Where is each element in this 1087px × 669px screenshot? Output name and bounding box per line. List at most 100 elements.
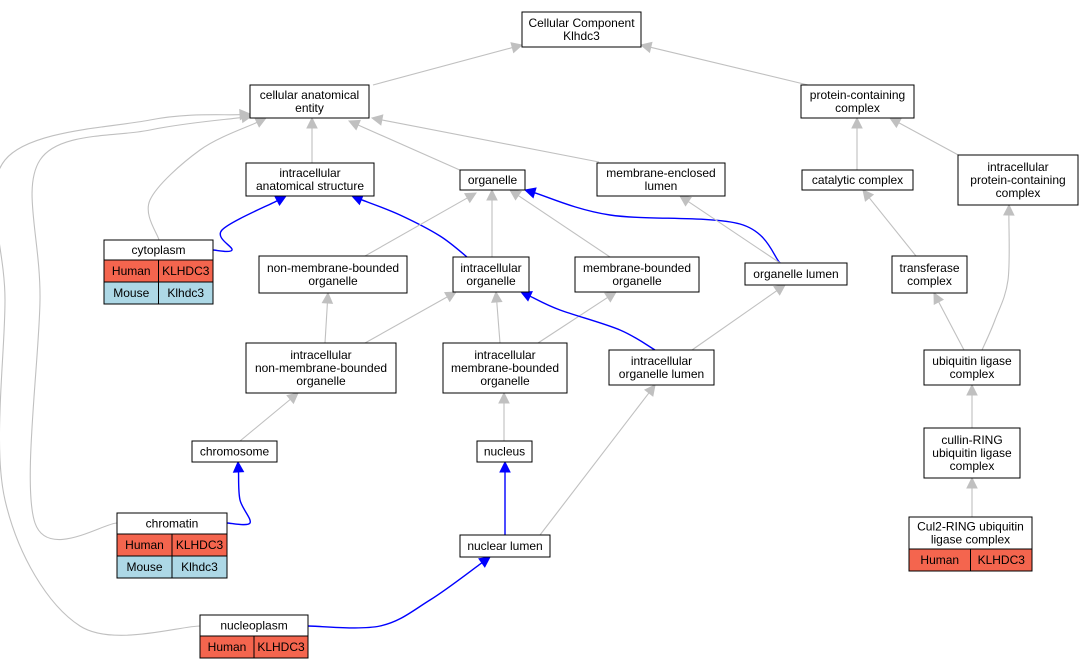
node-box — [957, 154, 1079, 206]
node-label-line: Cellular Component — [528, 16, 635, 30]
edge-line — [650, 46, 809, 86]
gene-label[interactable]: Klhdc3 — [181, 560, 218, 574]
node-nuclear_lumen[interactable]: nuclear lumen — [459, 534, 551, 558]
edge-organelle-to-cae — [347, 119, 463, 172]
gene-cell — [253, 635, 309, 659]
node-box — [923, 349, 1021, 386]
node-label-line: transferase — [899, 261, 959, 275]
edge-ulc-to-transferase — [933, 292, 965, 351]
edge-line — [938, 301, 965, 351]
species-label: Human — [125, 538, 164, 552]
edge-imbo-to-io — [491, 290, 503, 344]
edge-line — [518, 195, 611, 258]
gene-cell — [158, 281, 214, 305]
edge-io-to-organelle — [486, 188, 498, 257]
node-label-line: membrane-enclosed — [606, 166, 715, 180]
edge-arrowhead — [862, 189, 875, 202]
node-label-line: complex — [950, 459, 995, 473]
edge-nuclear_lumen-to-nucleus — [499, 460, 511, 535]
node-inmbo[interactable]: intracellularnon-membrane-boundedorganel… — [245, 342, 397, 394]
node-nucleus[interactable]: nucleus — [476, 440, 533, 463]
edge-line — [496, 301, 501, 344]
node-label-line: ubiquitin ligase — [932, 446, 1012, 460]
node-ol[interactable]: organelle lumen — [744, 262, 848, 286]
edge-io-to-ias — [350, 194, 468, 258]
edge-arrowhead — [347, 119, 361, 131]
gene-label[interactable]: KLHDC3 — [257, 640, 305, 654]
edge-catalytic-to-pcc — [851, 116, 863, 170]
edge-arrowhead — [639, 41, 653, 54]
edge-mbo-to-organelle — [509, 189, 611, 258]
edge-line — [381, 119, 600, 163]
node-label-line: membrane-bounded — [451, 361, 559, 375]
edge-nucleoplasm-to-nuclear_lumen — [307, 556, 491, 629]
gene-label[interactable]: KLHDC3 — [162, 264, 210, 278]
edge-arrowhead — [254, 117, 268, 128]
node-box — [891, 255, 968, 294]
node-label-line: complex — [950, 367, 995, 381]
edge-arrowhead — [1003, 203, 1015, 216]
node-chromatin[interactable]: chromatin — [116, 512, 228, 535]
edge-iol-to-ol — [691, 284, 786, 351]
node-label-line: non-membrane-bounded — [255, 361, 387, 375]
edge-ulc-to-ipcc — [981, 203, 1015, 351]
gene-label[interactable]: Klhdc3 — [167, 286, 204, 300]
edge-ias-to-cae — [306, 116, 318, 163]
node-label-line: lumen — [645, 179, 678, 193]
node-box — [801, 169, 914, 191]
edge-line — [324, 302, 328, 344]
species-label: Mouse — [113, 286, 149, 300]
node-label-line: intracellular — [474, 348, 535, 362]
edge-line — [29, 116, 243, 540]
edge-mel-to-cae — [370, 114, 600, 163]
node-cytoplasm[interactable]: cytoplasm — [103, 239, 214, 261]
node-label-line: organelle lumen — [619, 367, 704, 381]
node-box — [800, 84, 915, 119]
node-box — [442, 342, 568, 394]
node-label-line: organelle — [468, 173, 518, 187]
node-chromosome[interactable]: chromosome — [191, 440, 278, 463]
edge-cytoplasm-to-ias — [212, 195, 287, 253]
gene-label[interactable]: KLHDC3 — [176, 538, 224, 552]
node-label-line: nucleoplasm — [220, 619, 287, 633]
edge-arrowhead — [498, 391, 510, 404]
edge-line — [539, 392, 650, 536]
edge-line — [239, 398, 291, 442]
node-catalytic[interactable]: catalytic complex — [801, 169, 914, 191]
node-organelle[interactable]: organelle — [459, 169, 526, 191]
gene-label[interactable]: KLHDC3 — [978, 553, 1026, 567]
node-box — [923, 427, 1021, 479]
node-nucleoplasm[interactable]: nucleoplasm — [199, 614, 309, 637]
node-label-line: nucleus — [484, 445, 525, 459]
node-box — [452, 256, 530, 293]
node-box — [608, 349, 715, 386]
edge-arrowhead — [370, 114, 384, 126]
node-box — [521, 11, 642, 48]
edge-arrowhead — [444, 291, 457, 303]
edge-arrowhead — [604, 291, 617, 303]
gene-cell — [171, 555, 228, 579]
node-box — [258, 255, 408, 294]
edge-line — [0, 114, 241, 636]
edge-arrowhead — [773, 284, 786, 296]
node-label-line: complex — [835, 101, 880, 115]
